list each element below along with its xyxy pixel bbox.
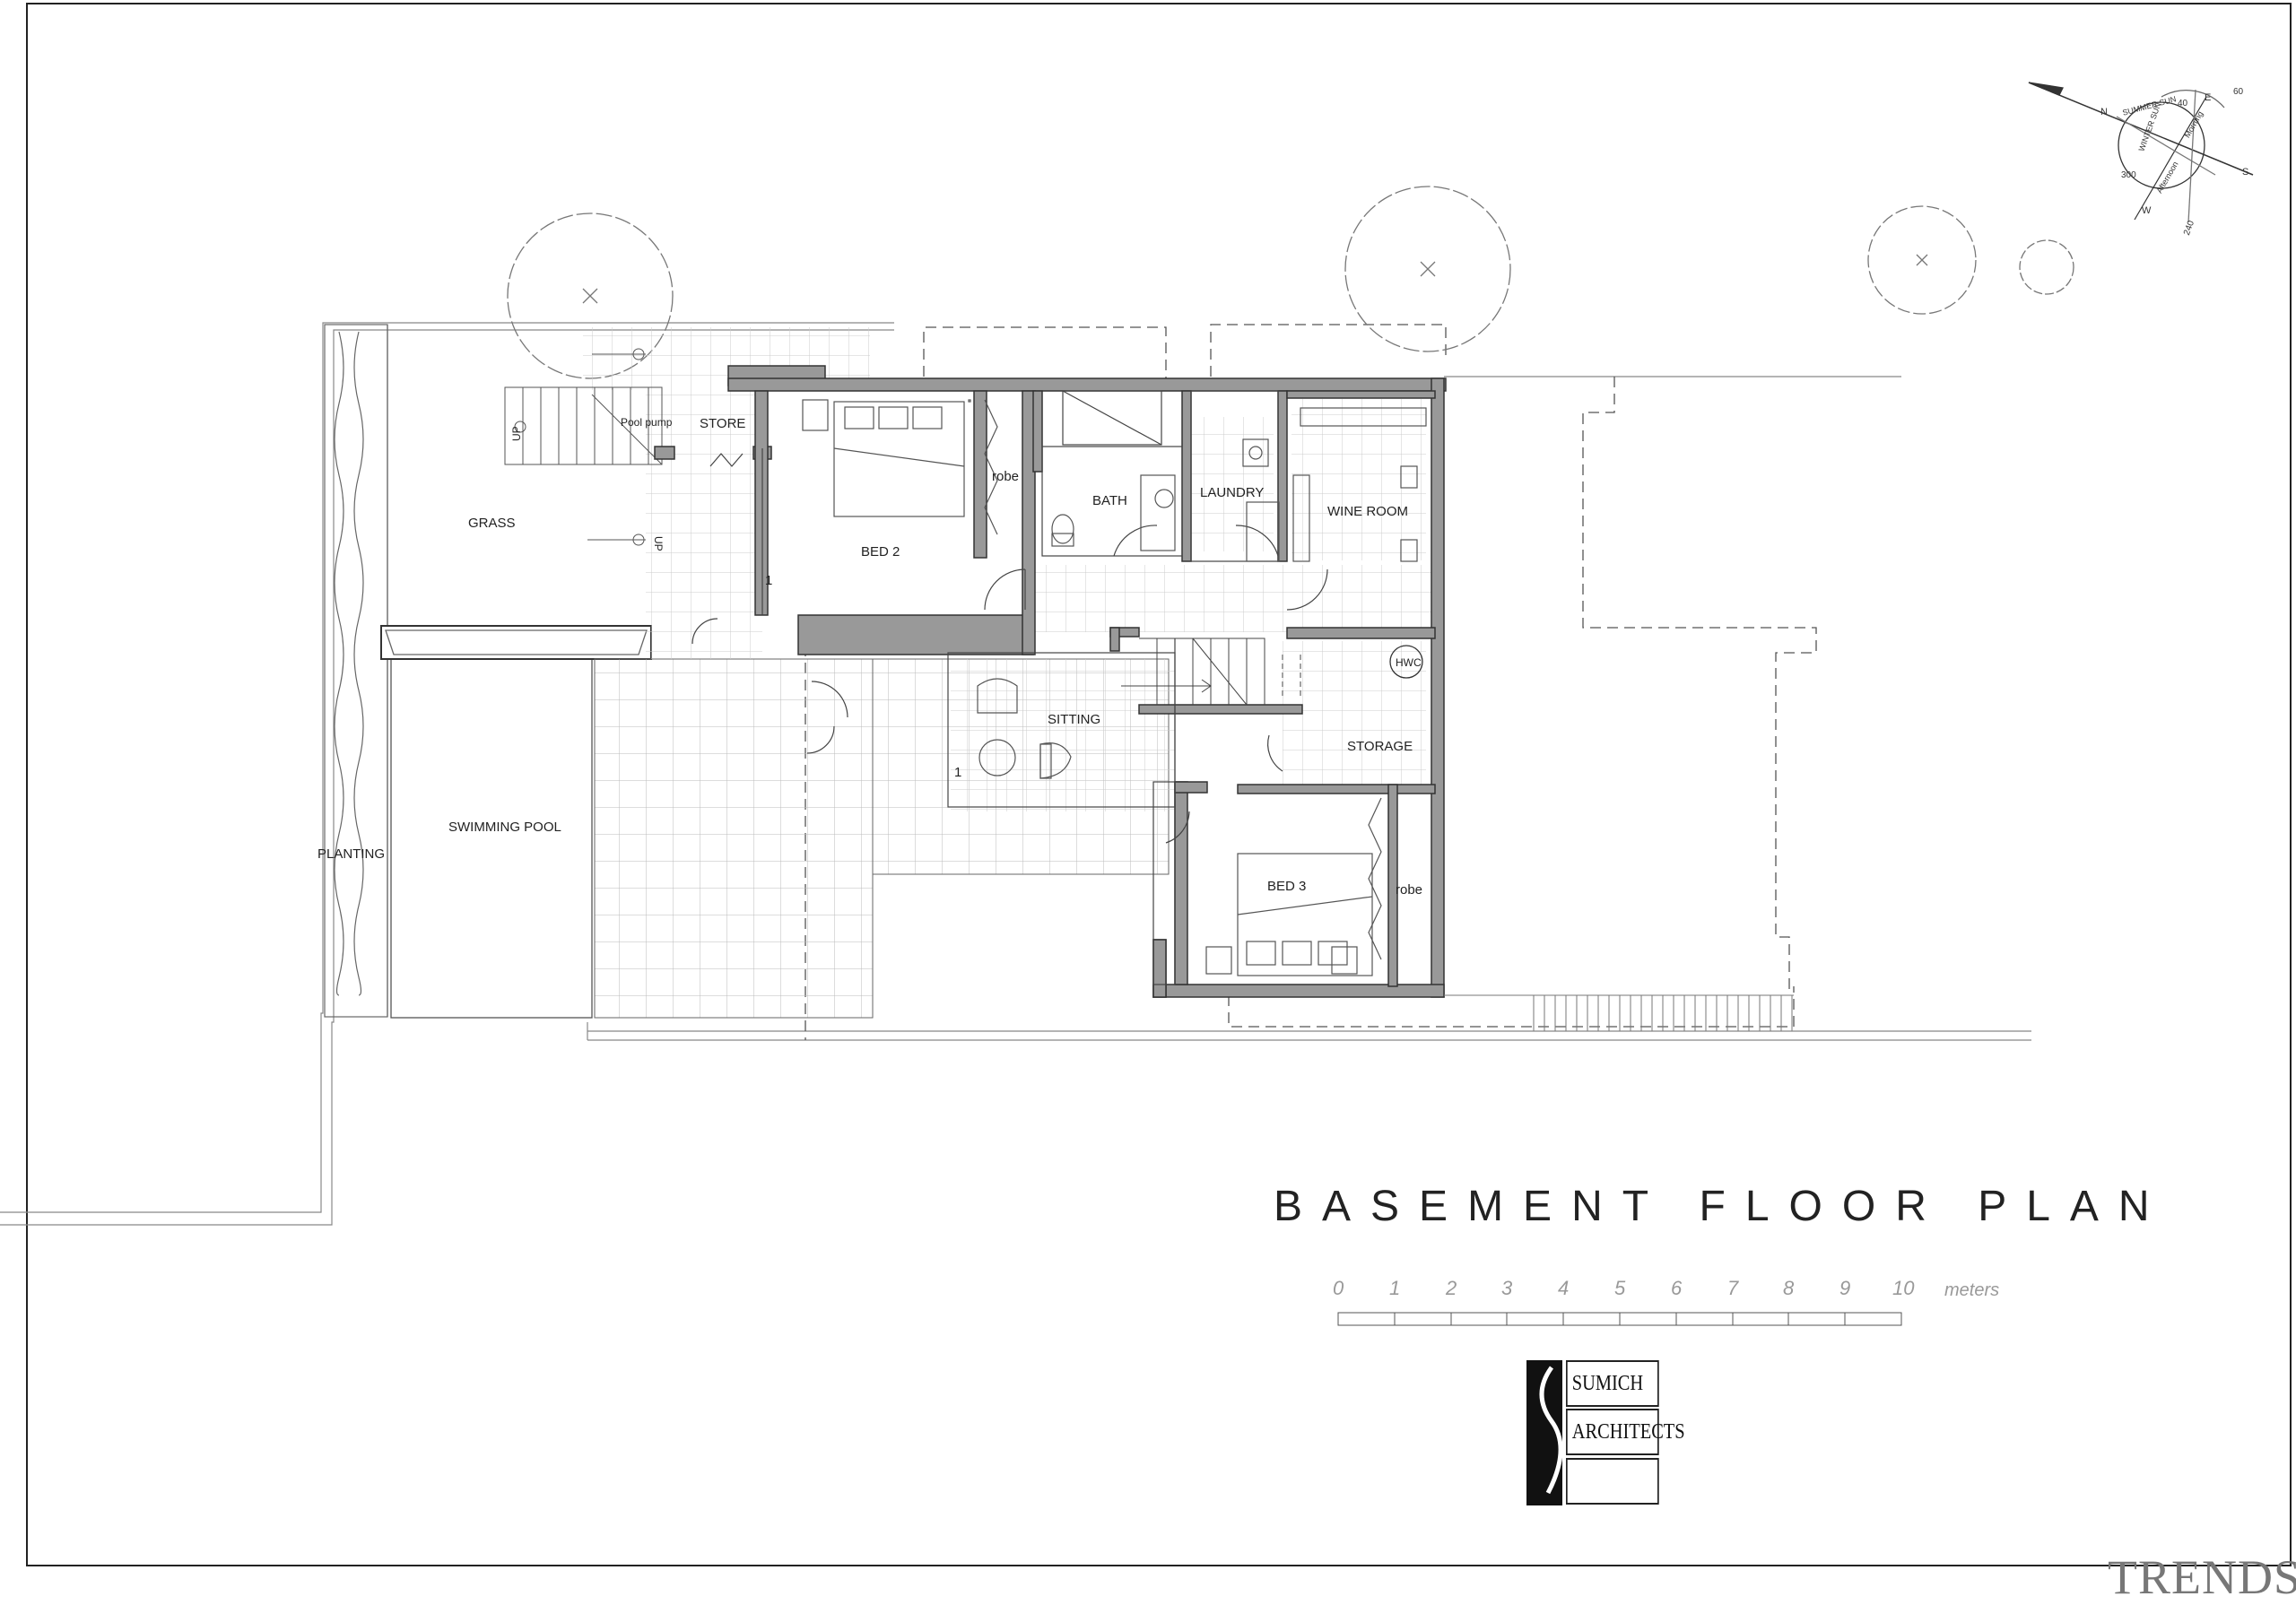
room-labels: STORE Pool pump BED 2 robe BATH LAUNDRY …	[317, 416, 1422, 898]
scale-tick: 10	[1892, 1277, 1915, 1299]
building-walls	[654, 365, 1447, 998]
internal-stairs	[1121, 638, 1301, 706]
laundry-fixtures	[1242, 438, 1280, 562]
logo-line-blank	[1566, 1458, 1659, 1505]
scale-tick: 2	[1446, 1277, 1457, 1299]
marker-step-2: 1	[954, 765, 961, 780]
scale-bar	[1337, 1312, 1902, 1326]
marker-up-1: UP	[510, 426, 523, 441]
marker-step-1: 1	[765, 573, 772, 588]
sitting-furniture	[977, 678, 1072, 779]
hwc-unit	[1389, 645, 1423, 679]
compass-deg-300: 300	[2121, 170, 2136, 180]
logo-mark	[1526, 1360, 1563, 1505]
compass-labels: N E S W SUMMER SUN WINTER SUN Morning Af…	[2100, 87, 2248, 237]
bed-2-furniture	[802, 399, 998, 535]
scale-tick: 4	[1558, 1277, 1570, 1299]
room-label-laundry: LAUNDRY	[1200, 485, 1264, 500]
compass-north: N	[2100, 107, 2108, 117]
room-label-wine-room: WINE ROOM	[1327, 504, 1408, 519]
room-label-storage: STORAGE	[1347, 739, 1413, 754]
room-label-bed2: BED 2	[861, 544, 900, 560]
scale-tick: 6	[1671, 1277, 1683, 1299]
drawing-title: BASEMENT FLOOR PLAN	[1274, 1183, 2170, 1230]
tree	[1344, 186, 1511, 352]
compass-deg-40: 40	[2178, 99, 2188, 108]
scale-tick: 1	[1389, 1277, 1401, 1299]
trends-watermark: TRENDS	[2108, 1550, 2296, 1604]
room-label-bath: BATH	[1092, 493, 1127, 508]
site-boundary	[0, 322, 2031, 1226]
room-label-pool-pump: Pool pump	[621, 416, 673, 429]
tree	[2019, 239, 2074, 295]
scale-tick: 7	[1727, 1277, 1739, 1299]
room-label-store: STORE	[700, 416, 745, 431]
external-stairs	[504, 348, 663, 546]
compass-deg-240: 240	[2182, 219, 2196, 237]
compass-east: E	[2205, 92, 2211, 103]
room-label-swimming-pool: SWIMMING POOL	[448, 820, 561, 835]
marker-up-2: UP	[652, 536, 665, 551]
scale-tick: 5	[1614, 1277, 1626, 1299]
scale-tick: 8	[1783, 1277, 1795, 1299]
wine-room-shelving	[1292, 407, 1427, 562]
interior-lines	[761, 390, 1279, 985]
room-label-planting: PLANTING	[317, 846, 385, 862]
logo-line-architects: ARCHITECTS	[1566, 1409, 1685, 1455]
steps-bottom-right	[1444, 994, 1794, 1031]
tree	[1867, 205, 1977, 315]
door-swings	[691, 453, 1328, 844]
planting-strip	[324, 324, 388, 1018]
room-label-sitting: SITTING	[1048, 712, 1100, 727]
room-label-bed3: BED 3	[1267, 879, 1306, 894]
scale-tick: 0	[1333, 1277, 1344, 1299]
compass-south: S	[2242, 167, 2248, 178]
sheet-border	[26, 3, 2292, 1566]
room-label-grass: GRASS	[468, 516, 516, 531]
compass-west: W	[2142, 205, 2152, 216]
compass-deg-60: 60	[2233, 87, 2244, 97]
room-label-robe-1: robe	[992, 469, 1019, 484]
paving	[583, 327, 1435, 1019]
room-label-hwc: HWC	[1396, 656, 1422, 669]
bath-fixtures	[1051, 474, 1176, 551]
bed-3-furniture	[1205, 797, 1382, 976]
scale-tick: 3	[1501, 1277, 1513, 1299]
compass-afternoon: Afternoon	[2154, 160, 2179, 195]
room-label-robe-2: robe	[1396, 882, 1422, 898]
scale-unit: meters	[1944, 1280, 2000, 1300]
scale-tick: 9	[1839, 1277, 1851, 1299]
logo-line-sumich: SUMICH	[1566, 1360, 1659, 1407]
compass-rose	[2028, 82, 2254, 223]
